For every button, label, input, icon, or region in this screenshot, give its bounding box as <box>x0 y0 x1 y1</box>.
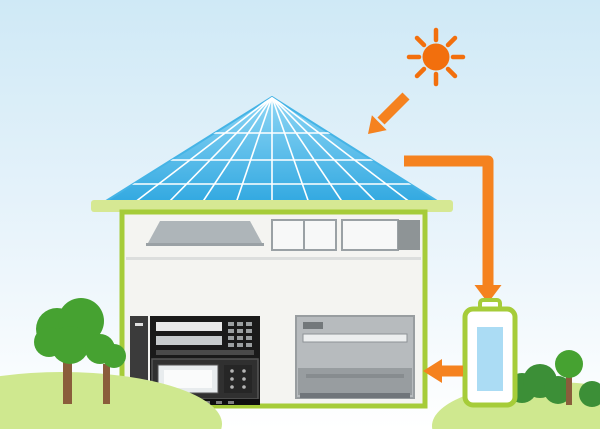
tree-foliage <box>34 298 104 364</box>
window-shaded-panel <box>398 220 420 250</box>
house <box>119 209 428 409</box>
arrow-roof-to-battery <box>404 155 502 303</box>
vent-slot <box>156 350 254 355</box>
microwave-buttons <box>230 369 246 389</box>
control-buttons <box>228 322 252 347</box>
washer-kickplate <box>300 393 410 398</box>
storage-battery <box>462 298 518 408</box>
microwave-window-inner <box>164 370 212 388</box>
washer-groove <box>306 374 404 378</box>
battery-cell <box>477 327 503 391</box>
arrow-battery-to-appliances <box>423 359 463 383</box>
cabinet-handle <box>135 323 143 326</box>
upstairs-windows <box>146 219 420 251</box>
washing-machine <box>295 315 415 399</box>
tree-trunk <box>566 375 572 405</box>
tree-foliage <box>85 334 126 368</box>
hill-left <box>0 372 222 429</box>
display-lower <box>156 336 222 345</box>
small-tree <box>85 334 126 404</box>
washer-handle-slot <box>302 333 408 343</box>
awning-edge <box>146 243 264 246</box>
sun-icon <box>406 27 466 87</box>
display-upper <box>156 322 222 331</box>
washer-display <box>303 322 323 329</box>
arrow-sun-to-roof <box>368 92 410 134</box>
tree-trunk <box>103 364 110 404</box>
washer-lower-panel <box>298 368 412 395</box>
microwave-panel <box>224 365 252 393</box>
window-right <box>341 219 399 251</box>
floor-divider <box>126 257 421 260</box>
awning <box>148 221 262 243</box>
right-vegetation <box>507 350 600 407</box>
large-tree <box>34 298 104 404</box>
tree-foliage <box>555 350 583 378</box>
tree-trunk <box>63 348 72 404</box>
bushes <box>507 364 600 407</box>
roof-eave <box>91 200 453 212</box>
